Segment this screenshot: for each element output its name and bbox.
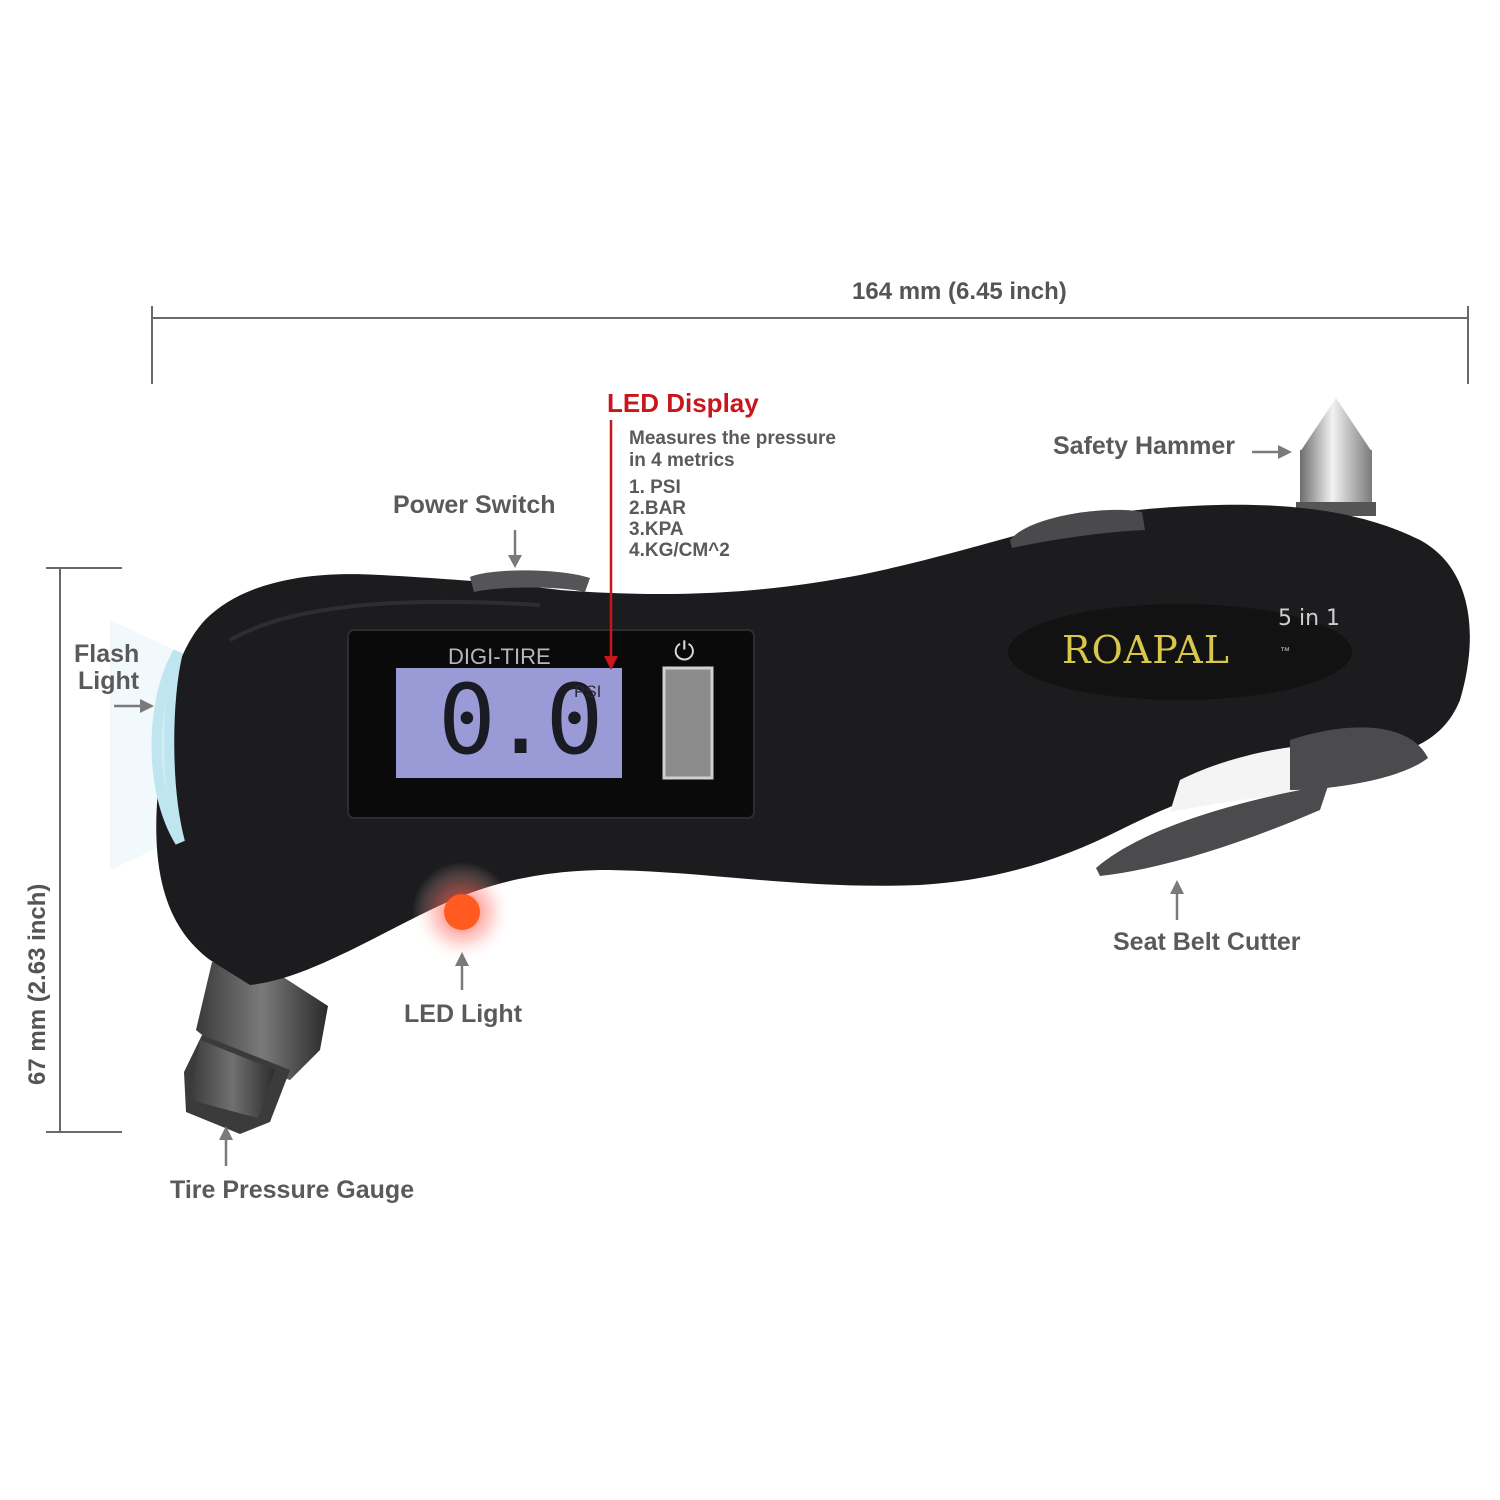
lcd-screen <box>396 668 622 778</box>
safety-hammer <box>1296 398 1376 516</box>
display-spec-line1: Measures the pressure <box>629 428 836 449</box>
display-metric-bar: 2.BAR <box>629 498 687 519</box>
lcd-reading: 0.0 <box>438 664 603 776</box>
display-spec-line2: in 4 metrics <box>629 450 735 471</box>
flash-light-label-line2: Light <box>78 667 140 695</box>
power-icon: ⏻ <box>674 636 695 666</box>
power-switch <box>470 570 590 592</box>
led-light-label: LED Light <box>404 1000 523 1028</box>
seat-belt-cutter <box>1096 727 1428 876</box>
lcd-title: DIGI-TIRE <box>448 644 551 669</box>
width-dimension-label: 164 mm (6.45 inch) <box>852 278 1067 305</box>
flash-light-lens <box>151 649 185 845</box>
safety-hammer-label: Safety Hammer <box>1053 432 1236 460</box>
hammer-side-button <box>1010 509 1145 548</box>
led-display-label: LED Display <box>607 388 759 418</box>
brand-logo: ROAPAL <box>1062 628 1230 672</box>
height-dimension-label: 67 mm (2.63 inch) <box>24 883 51 1085</box>
display-metric-kgcm2: 4.KG/CM^2 <box>629 540 730 561</box>
tire-pressure-gauge-label: Tire Pressure Gauge <box>170 1176 415 1204</box>
seat-belt-cutter-label: Seat Belt Cutter <box>1113 928 1301 956</box>
power-button <box>662 666 714 780</box>
logo-badge <box>1008 604 1352 700</box>
trademark: ™ <box>1280 646 1290 657</box>
height-dimension-line <box>46 567 122 1133</box>
tire-pressure-chuck <box>184 962 328 1134</box>
led-display-arrow <box>604 420 618 670</box>
badge-5in1: 5 in 1 <box>1278 606 1341 631</box>
callout-arrows <box>114 445 1292 1166</box>
width-dimension-line <box>151 306 1469 384</box>
power-switch-label: Power Switch <box>393 491 556 519</box>
flash-light-label-line1: Flash <box>74 640 140 668</box>
display-metric-psi: 1. PSI <box>629 477 681 498</box>
lcd-unit: PSI <box>574 682 602 701</box>
display-metric-kpa: 3.KPA <box>629 519 684 540</box>
led-light-bulb <box>444 894 480 930</box>
